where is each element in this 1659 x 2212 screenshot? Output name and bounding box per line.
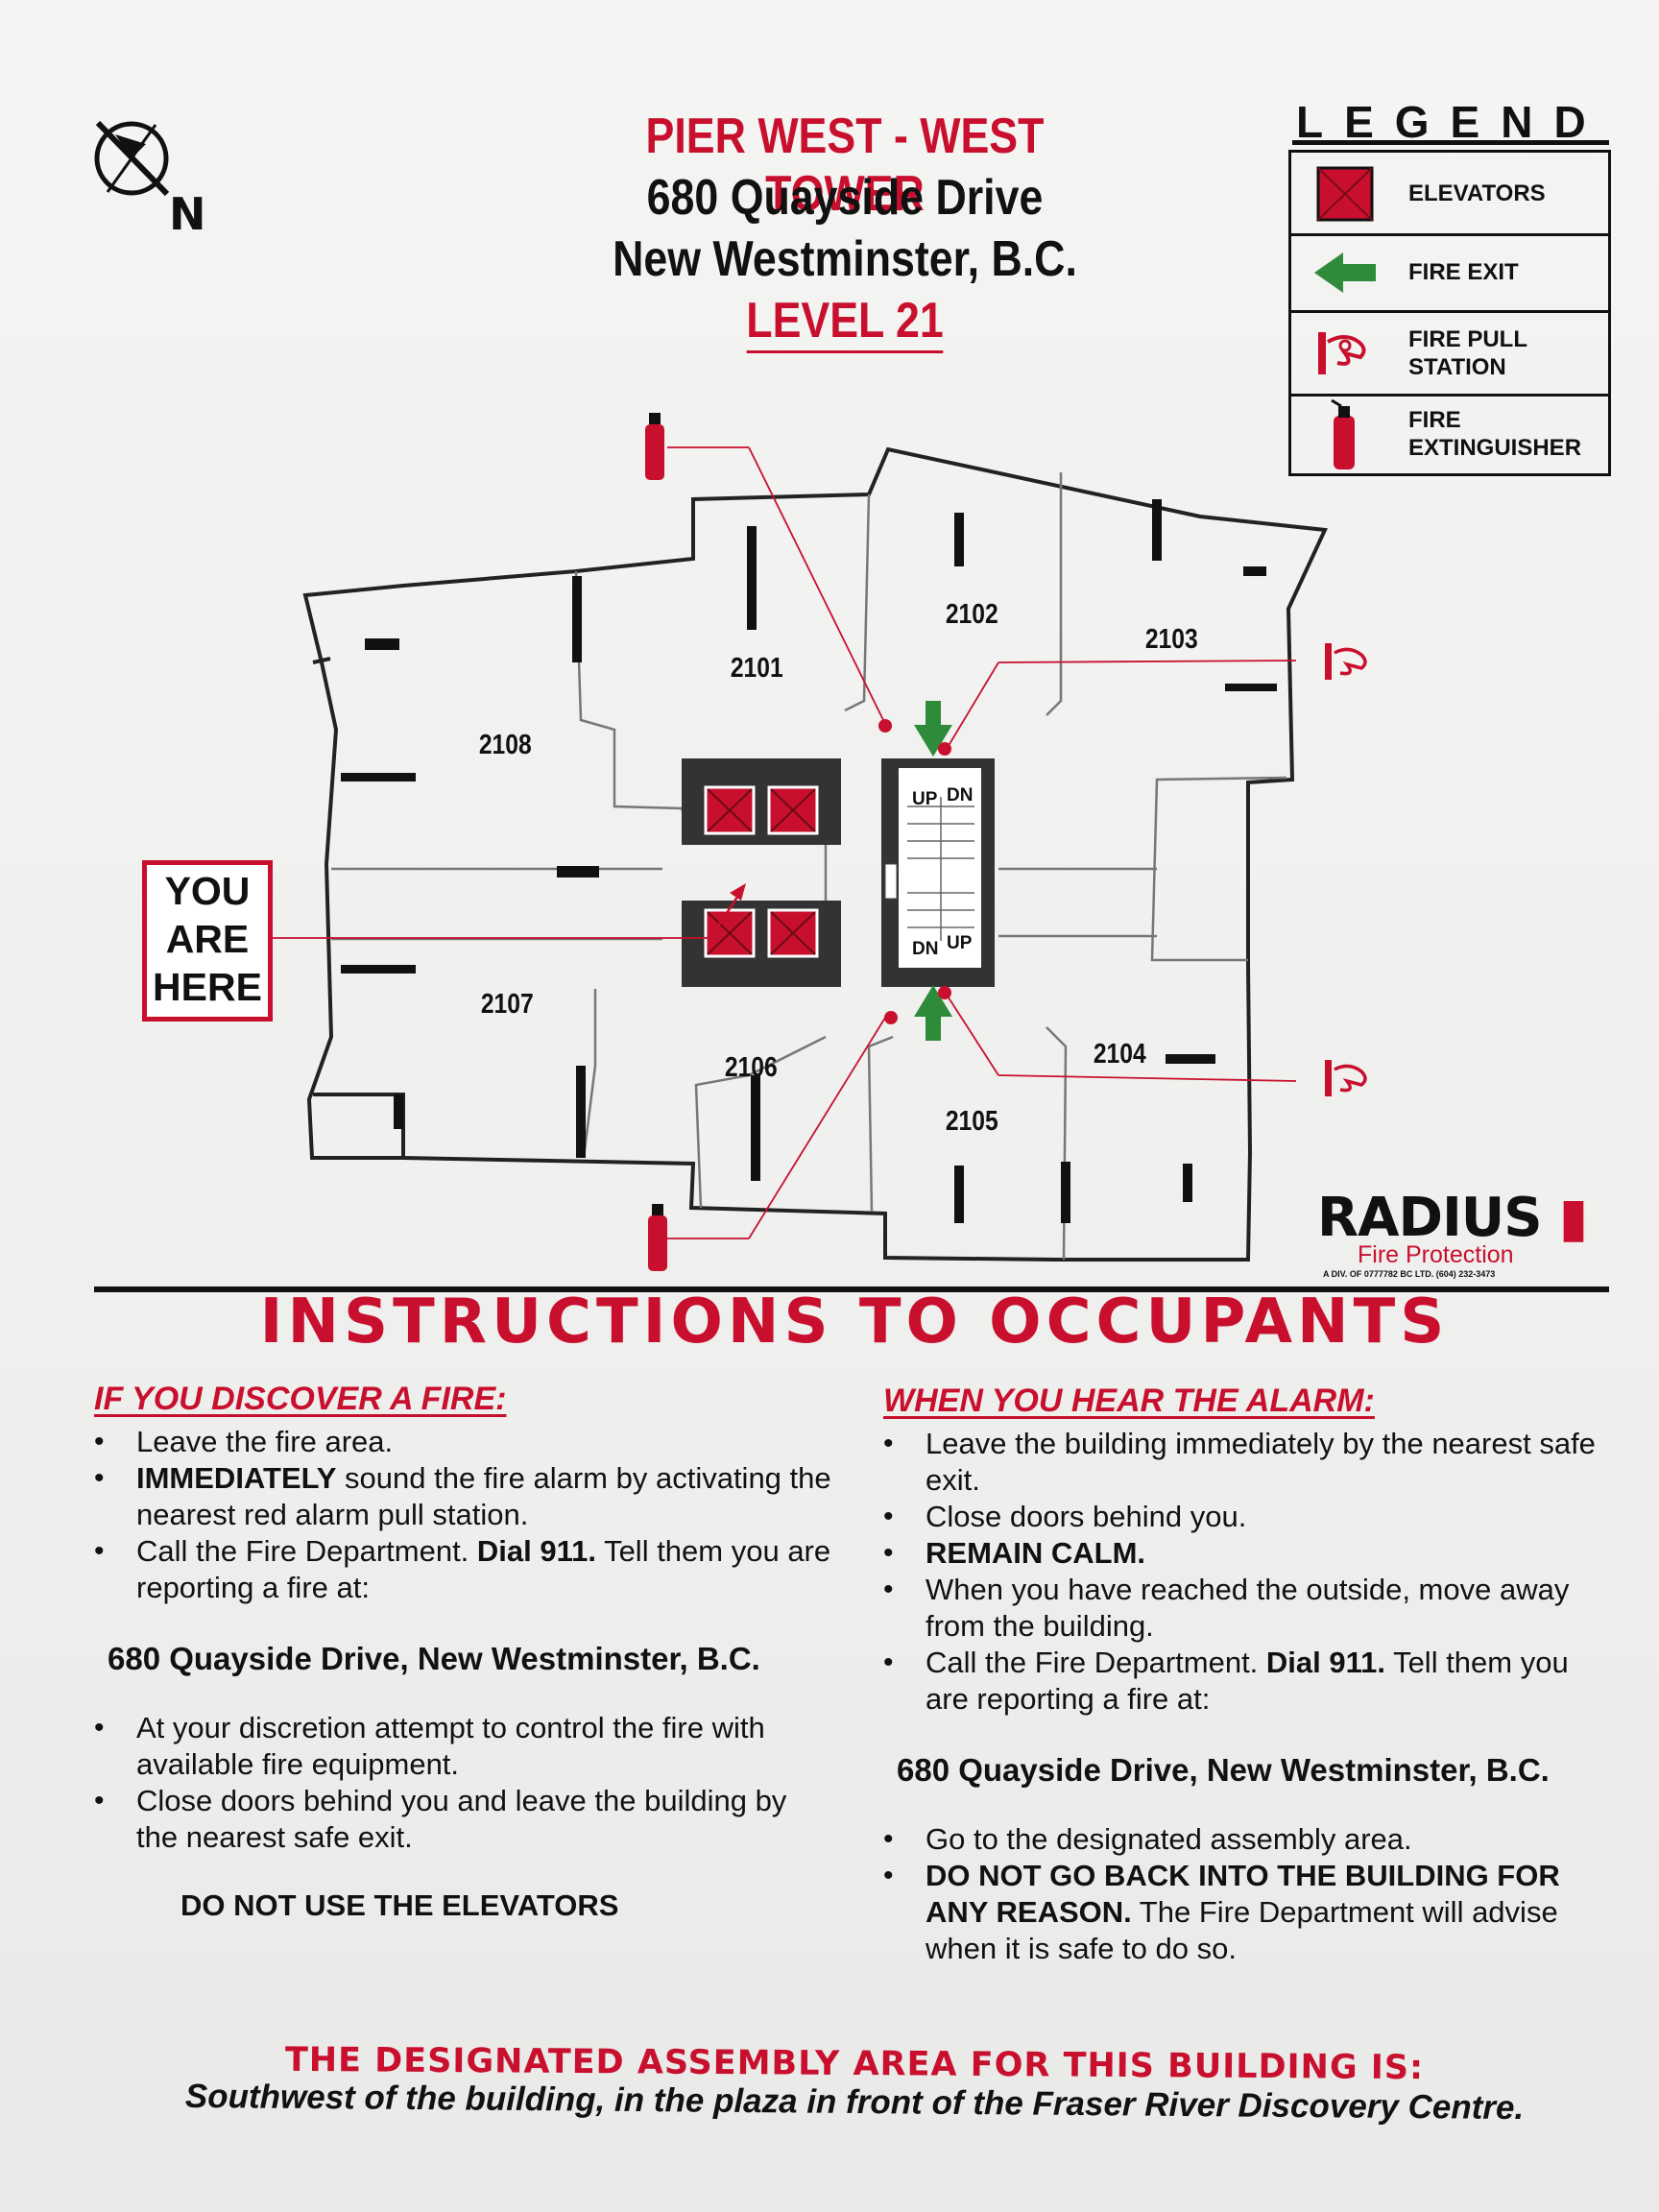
elevator-icon [767,785,819,835]
exit-arrows [914,701,952,1041]
legend-item-fire-exit: FIRE EXIT [1288,233,1611,313]
brand-fine-print: A DIV. OF 0777782 BC LTD. (604) 232-3473 [1323,1269,1496,1279]
leader-lines [269,446,1297,1239]
unit-2104: 2104 [1093,1039,1146,1070]
list-item: REMAIN CALM. [883,1535,1613,1572]
stair-down-label: DN [912,939,939,959]
list-item: Call the Fire Department. Dial 911. Tell… [883,1645,1613,1718]
list-item-text: Close doors behind you. [926,1500,1247,1533]
list-item-emphasis: DO NOT GO BACK INTO THE BUILDING FOR ANY… [926,1859,1560,1929]
unit-2101: 2101 [730,653,783,684]
you-are-here-marker: YOU ARE HERE [142,860,273,1022]
elevator-icon [704,785,756,835]
unit-2106: 2106 [724,1052,778,1083]
list-item: IMMEDIATELY sound the fire alarm by acti… [94,1460,833,1533]
unit-2107: 2107 [480,989,534,1020]
you-are-here-text: YOU ARE HERE [153,869,262,1009]
list-item: When you have reached the outside, move … [883,1572,1613,1645]
hear-alarm-heading: WHEN YOU HEAR THE ALARM: [883,1382,1375,1419]
hear-alarm-section: WHEN YOU HEAR THE ALARM: Leave the build… [883,1382,1613,1967]
list-item-emphasis: Dial 911. [476,1534,597,1568]
list-item-text: Tell them you are reporting a fire at: [136,1534,831,1604]
list-item-text: Close doors behind you and leave the bui… [136,1784,787,1854]
brand-name: RADIUS [1317,1187,1543,1249]
list-item: Go to the designated assembly area. [883,1821,1613,1858]
instructions-title: INSTRUCTIONS TO OCCUPANTS [259,1286,1450,1358]
list-item-text: Tell them you are reporting a fire at: [926,1646,1569,1716]
unit-2103: 2103 [1144,624,1198,655]
plan-extinguisher-icon [648,1204,667,1271]
legend-label-elevators: ELEVATORS [1408,180,1546,206]
fire-extinguisher-icon [1331,398,1355,469]
exterior-walls [302,446,1328,1262]
list-item-text: When you have reached the outside, move … [926,1573,1570,1643]
list-item-emphasis: REMAIN CALM. [926,1536,1146,1570]
list-item: Leave the building immediately by the ne… [883,1426,1613,1499]
list-item-text: Leave the building immediately by the ne… [926,1427,1596,1497]
level-text: LEVEL 21 [746,293,944,353]
elevator-icon [767,908,819,958]
list-item-text: The Fire Department will advise when it … [926,1895,1558,1965]
elevator-icon [1316,166,1374,222]
list-item-text: Call the Fire Department. [926,1646,1266,1679]
legend-item-pull-station: FIRE PULL STATION [1288,313,1611,397]
street-address: 680 Quayside Drive [646,170,1044,226]
list-item-emphasis: IMMEDIATELY [136,1461,337,1495]
fire-pull-station-icon [1318,332,1366,374]
building-name: PIER WEST - WEST TOWER [645,108,1045,222]
list-item-text: sound the fire alarm by activating the n… [136,1461,831,1531]
legend-title: LEGEND [1296,97,1607,147]
arrow-left-icon [1314,252,1376,293]
plan-pull-station-icon [1325,1060,1367,1096]
reporting-address: 680 Quayside Drive, New Westminster, B.C… [897,1752,1550,1788]
list-item: Close doors behind you. [883,1499,1613,1535]
list-item: Call the Fire Department. Dial 911. Tell… [94,1533,833,1606]
plan-extinguisher-icon [645,413,664,480]
list-item-text: Leave the fire area. [136,1425,394,1458]
discover-fire-heading: IF YOU DISCOVER A FIRE: [94,1381,507,1417]
city-address: New Westminster, B.C. [613,231,1077,287]
discover-fire-section: IF YOU DISCOVER A FIRE: Leave the fire a… [94,1381,833,1923]
north-label: N [169,188,206,240]
level-label: LEVEL 21 [581,292,1109,353]
section-divider [94,1286,1609,1292]
north-compass-icon [94,120,170,197]
list-item-text: Call the Fire Department. [136,1534,477,1568]
legend-label-extinguisher: FIRE EXTINGUISHER [1408,407,1582,461]
list-item: DO NOT GO BACK INTO THE BUILDING FOR ANY… [883,1858,1613,1967]
legend-label-fire-exit: FIRE EXIT [1408,259,1519,285]
list-item: Close doors behind you and leave the bui… [94,1783,833,1856]
unit-2102: 2102 [945,599,998,630]
legend-item-extinguisher: FIRE EXTINGUISHER [1288,397,1611,476]
elevator-warning: DO NOT USE THE ELEVATORS [180,1888,619,1922]
list-item: At your discretion attempt to control th… [94,1710,833,1783]
list-item-text: At your discretion attempt to control th… [136,1711,765,1781]
unit-2108: 2108 [478,730,532,760]
interior-walls [331,472,1287,1261]
stair-core [881,758,995,987]
list-item-emphasis: Dial 911. [1265,1646,1386,1679]
stair-up-label: UP [912,789,938,809]
wall-ticks [341,499,1277,1223]
list-item: Leave the fire area. [94,1424,833,1460]
stair-up-label: UP [947,933,973,953]
arrow-down-icon [914,701,952,757]
list-item-text: Go to the designated assembly area. [926,1822,1412,1856]
stair-down-label: DN [947,785,974,805]
arrow-up-icon [914,985,952,1041]
legend-label-pull-station: FIRE PULL STATION [1408,326,1527,380]
unit-2105: 2105 [945,1106,998,1137]
legend-item-elevators: ELEVATORS [1288,150,1611,236]
floor-plan [269,413,1367,1271]
elevator-bank [682,758,841,987]
plan-pull-station-icon [1325,643,1367,680]
brand-tagline: Fire Protection [1358,1241,1514,1268]
brand-logo: RADIUS▮ [1317,1187,1588,1249]
legend-title-rule [1292,140,1609,145]
reporting-address: 680 Quayside Drive, New Westminster, B.C… [108,1641,760,1676]
